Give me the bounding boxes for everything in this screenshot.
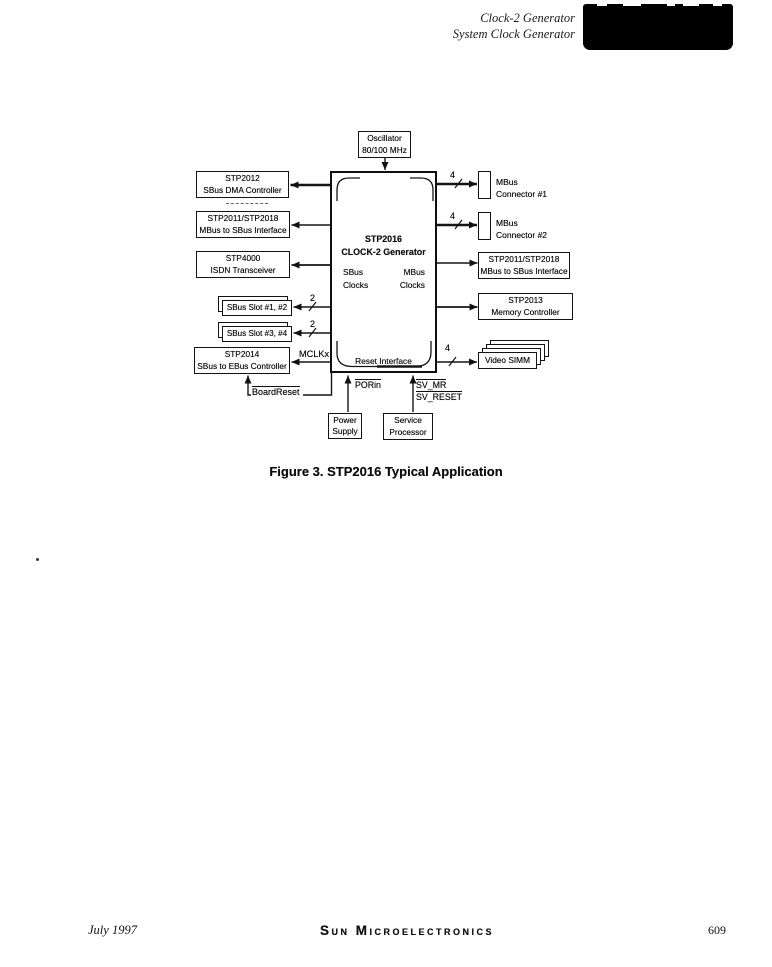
stp2011-left-box: STP2011/STP2018 MBus to SBus Interface bbox=[196, 211, 290, 238]
bus-width-4-video: 4 bbox=[445, 343, 451, 353]
footer-date: July 1997 bbox=[88, 923, 137, 937]
header-title-line1: Clock-2 Generator bbox=[480, 11, 575, 25]
mclkx-signal-label: MCLKx bbox=[299, 349, 330, 359]
stp2016-title: STP2016 CLOCK-2 Generator bbox=[332, 233, 435, 258]
stp2014-box: STP2014 SBus to EBus Controller bbox=[194, 347, 290, 374]
scan-artifact-dot bbox=[36, 558, 39, 561]
power-supply-box: Power Supply bbox=[328, 413, 362, 439]
service-processor-box: Service Processor bbox=[383, 413, 433, 440]
mbus-connector2-label: MBus Connector #2 bbox=[496, 218, 548, 240]
sv-mr-signal-label: SV_MR bbox=[416, 379, 447, 390]
boardreset-signal-label: BoardReset bbox=[251, 386, 303, 398]
sbus-clocks-label: SBus Clocks bbox=[343, 267, 369, 290]
mbus-connector2-box bbox=[478, 212, 491, 240]
stp2016-title-line2: CLOCK-2 Generator bbox=[341, 246, 426, 257]
stp2011-right-box: STP2011/STP2018 MBus to SBus Interface bbox=[478, 252, 570, 279]
scan-noise-mark bbox=[597, 4, 607, 6]
mbus-connector1-label: MBus Connector #1 bbox=[496, 177, 548, 199]
oscillator-box: Oscillator 80/100 MHz bbox=[358, 131, 411, 158]
bus-width-4-conn2: 4 bbox=[450, 211, 456, 221]
header-black-tab bbox=[583, 4, 733, 50]
mbus-connector1-box bbox=[478, 171, 491, 199]
scan-noise-mark bbox=[667, 4, 675, 6]
reset-interface-label: Reset Interface bbox=[355, 356, 412, 366]
video-simm-box: Video SIMM bbox=[478, 352, 537, 369]
stp2016-main-box: STP2016 CLOCK-2 Generator SBus Clocks MB… bbox=[330, 171, 437, 373]
oscillator-label1: Oscillator bbox=[367, 133, 402, 143]
bus-width-4-conn1: 4 bbox=[450, 170, 456, 180]
scan-noise-mark bbox=[623, 4, 641, 6]
sv-reset-signal-label: SV_RESET bbox=[416, 391, 462, 402]
scan-noise-mark bbox=[713, 4, 722, 6]
mbus-clocks-label: MBus Clocks bbox=[399, 267, 425, 290]
porin-signal-label: PORin bbox=[355, 379, 381, 390]
oscillator-label2: 80/100 MHz bbox=[362, 144, 407, 155]
bus-width-2-slot34: 2 bbox=[310, 319, 316, 329]
sbus-slot12-box: SBus Slot #1, #2 bbox=[222, 300, 292, 316]
stp4000-box: STP4000 ISDN Transceiver bbox=[196, 251, 290, 278]
footer-company: Sun Microelectronics bbox=[320, 923, 495, 938]
header-title-line2: System Clock Generator bbox=[452, 26, 575, 41]
figure-caption: Figure 3. STP2016 Typical Application bbox=[269, 464, 503, 479]
footer-page-number: 609 bbox=[708, 923, 726, 937]
stp2016-title-line1: STP2016 bbox=[364, 234, 402, 244]
bus-width-2-slot12: 2 bbox=[310, 293, 316, 303]
sbus-slot34-box: SBus Slot #3, #4 bbox=[222, 326, 292, 342]
scan-artifact-dash bbox=[226, 203, 268, 204]
header-titles: Clock-2 Generator System Clock Generator bbox=[300, 11, 575, 42]
scan-noise-mark bbox=[683, 4, 699, 6]
stp2012-box: STP2012 SBus DMA Controller bbox=[196, 171, 289, 198]
stp2013-box: STP2013 Memory Controller bbox=[478, 293, 573, 320]
